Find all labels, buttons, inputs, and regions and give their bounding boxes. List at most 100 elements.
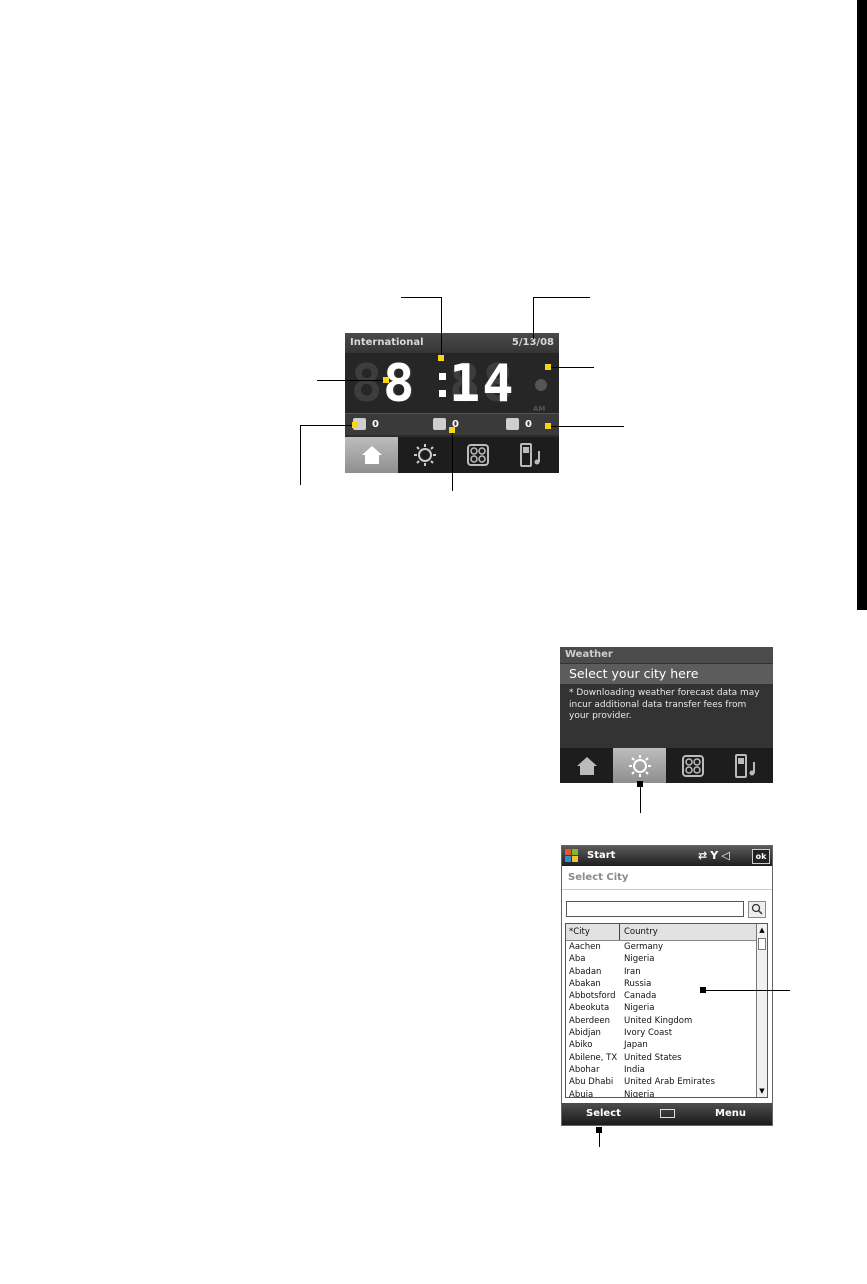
callout-marker [383, 377, 389, 383]
missed-call-count: 0 [525, 419, 532, 430]
scroll-thumb[interactable] [758, 938, 766, 950]
start-menu-label[interactable]: Start [587, 850, 616, 861]
column-header-country[interactable]: Country [624, 927, 658, 937]
country-name: Nigeria [624, 954, 655, 965]
tab-launcher[interactable] [666, 748, 720, 783]
clock-minutes: 14 [449, 354, 516, 414]
sync-icon[interactable]: ⇄ [698, 849, 711, 862]
clock-minute-ghost: 88 [449, 354, 516, 414]
callout-line [640, 784, 641, 813]
menu-softkey[interactable]: Menu [715, 1108, 746, 1119]
country-name: Iran [624, 966, 641, 977]
country-name: Japan [624, 1040, 648, 1051]
signal-icon[interactable]: Y [710, 849, 722, 862]
alarm-icon[interactable] [535, 379, 547, 391]
list-item[interactable]: Abu Dhabi United Arab Emirates [566, 1076, 757, 1088]
country-name: Nigeria [624, 1003, 655, 1014]
home-header: International 5/13/08 [345, 333, 559, 353]
email-count: 0 [372, 419, 379, 430]
divider [562, 889, 772, 890]
speaker-muted-icon[interactable]: ◁ [721, 849, 733, 862]
weather-icon [413, 444, 436, 466]
country-name: United Kingdom [624, 1015, 693, 1026]
tab-launcher[interactable] [451, 437, 505, 473]
city-name: Aberdeen [569, 1015, 611, 1026]
sms-status[interactable]: 0 [433, 417, 459, 432]
tab-home[interactable] [560, 748, 613, 783]
callout-marker [596, 1127, 602, 1133]
system-tray: ⇄Y◁ [698, 846, 733, 866]
callout-marker [545, 423, 551, 429]
list-header: *City Country [566, 924, 757, 941]
sms-icon [433, 418, 446, 430]
country-name: Ivory Coast [624, 1028, 673, 1039]
callout-line [533, 297, 590, 298]
callout-marker [438, 355, 444, 361]
country-name: India [624, 1064, 645, 1075]
scroll-up-arrow-icon[interactable]: ▲ [759, 926, 765, 934]
clock-hour: 8 [383, 354, 417, 414]
page-thumb-tab [857, 0, 867, 610]
weather-header: Weather [560, 647, 773, 663]
tab-music[interactable] [720, 748, 773, 783]
callout-marker [637, 781, 643, 787]
home-icon [576, 756, 597, 775]
clock-display[interactable]: 88 8 88 14 AM PM [345, 353, 559, 422]
city-name: Abuja [569, 1089, 594, 1098]
keyboard-icon[interactable] [660, 1109, 675, 1118]
ok-button[interactable]: ok [752, 849, 770, 864]
weather-tab-bar [560, 748, 773, 783]
music-phone-icon [734, 753, 755, 778]
city-search-input[interactable] [566, 901, 744, 917]
column-header-city[interactable]: *City [566, 924, 620, 940]
scrollbar[interactable]: ▲ ▼ [756, 924, 767, 1097]
music-phone-icon [520, 443, 540, 467]
tab-music[interactable] [505, 437, 559, 473]
home-icon [361, 446, 382, 464]
launcher-icon [682, 754, 704, 777]
weather-icon [628, 754, 651, 777]
sms-count: 0 [452, 419, 459, 430]
callout-line [300, 425, 301, 485]
callout-line [548, 426, 624, 427]
callout-line [548, 367, 594, 368]
search-button[interactable] [748, 901, 766, 918]
country-name: United Arab Emirates [624, 1077, 715, 1088]
callout-line [533, 297, 534, 339]
callout-line [300, 425, 355, 426]
country-name: Russia [624, 978, 652, 989]
select-softkey[interactable]: Select [586, 1108, 621, 1119]
softkey-bar: Select Menu [562, 1103, 772, 1125]
missed-call-status[interactable]: 0 [506, 417, 532, 432]
city-name: Aachen [569, 942, 601, 952]
callout-line [317, 380, 386, 381]
data-fee-note: * Downloading weather forecast data may … [569, 688, 760, 721]
select-city-link[interactable]: Select your city here [560, 664, 773, 684]
callout-marker [700, 987, 706, 993]
notification-row: 0 0 0 [345, 413, 559, 435]
page-title: Select City [568, 872, 629, 883]
list-item[interactable]: Aberdeen United Kingdom [566, 1015, 757, 1027]
callout-marker [449, 427, 455, 433]
city-name: Abu Dhabi [569, 1077, 614, 1088]
list-item[interactable]: Abuja Nigeria [566, 1089, 757, 1098]
tab-weather[interactable] [398, 437, 451, 473]
search-icon [751, 903, 763, 915]
scroll-down-arrow-icon[interactable]: ▼ [759, 1087, 765, 1095]
tab-home[interactable] [345, 437, 398, 473]
windows-logo-icon[interactable] [565, 849, 579, 863]
tab-weather[interactable] [613, 748, 666, 783]
country-name: Nigeria [624, 1089, 655, 1098]
